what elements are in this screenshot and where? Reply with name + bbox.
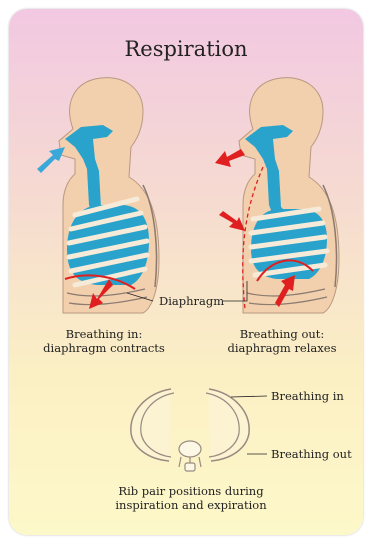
rib-pair-diagram: [131, 389, 267, 471]
rib-breathing-in-label: Breathing in: [271, 389, 344, 403]
inhale-arrow: [37, 147, 65, 173]
rib-caption-line2: inspiration and expiration: [111, 498, 271, 512]
torso-breathing-out: [215, 78, 339, 313]
rib-outer-breathing-in-right: [209, 389, 249, 461]
diaphragm-label: Diaphragm: [159, 294, 224, 308]
rib-caption: Rib pair positions during inspiration an…: [111, 484, 271, 512]
breathing-in-caption-line2: diaphragm contracts: [29, 341, 179, 355]
breathing-in-caption-line1: Breathing in:: [29, 327, 179, 341]
breathing-out-caption-line1: Breathing out:: [207, 327, 357, 341]
rib-outer-breathing-in: [131, 389, 171, 461]
rib-caption-line1: Rib pair positions during: [111, 484, 271, 498]
rib-breathing-out-label: Breathing out: [271, 447, 352, 461]
vertebra: [179, 441, 201, 471]
exhale-arrow-chest: [219, 211, 245, 231]
breathing-out-caption-line2: diaphragm relaxes: [207, 341, 357, 355]
exhale-arrow-mouth: [215, 149, 245, 167]
torso-breathing-in: [37, 78, 159, 313]
breathing-in-caption: Breathing in: diaphragm contracts: [29, 327, 179, 355]
breathing-out-caption: Breathing out: diaphragm relaxes: [207, 327, 357, 355]
respiration-card: Respiration: [9, 9, 363, 535]
